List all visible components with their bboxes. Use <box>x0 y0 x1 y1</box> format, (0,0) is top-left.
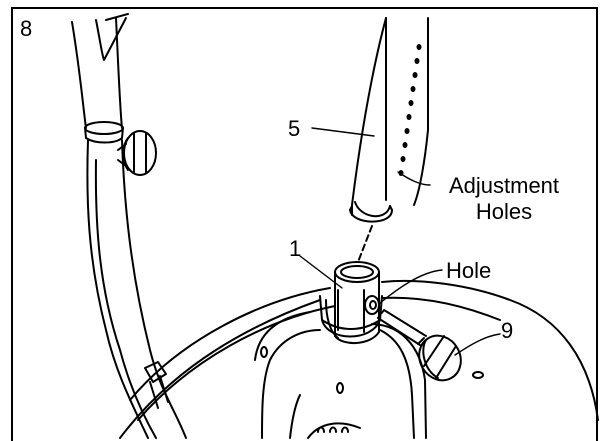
diagram-frame <box>11 7 598 441</box>
step-number: 8 <box>20 16 33 41</box>
adjustment-holes <box>398 44 422 176</box>
callout-part-1: 1 <box>289 236 302 261</box>
alignment-line <box>357 225 373 263</box>
callout-adjustment-line-1: Adjustment <box>448 173 560 198</box>
seat-post <box>349 17 429 223</box>
post-knob <box>117 130 157 176</box>
knob-part-9 <box>377 309 462 382</box>
bike-frame <box>119 279 599 439</box>
callout-part-9: 9 <box>501 318 514 343</box>
seat-post-sleeve <box>319 261 383 344</box>
callout-part-5: 5 <box>288 116 301 141</box>
callout-hole: Hole <box>446 258 492 283</box>
callout-adjustment-line-2: Holes <box>475 199 533 224</box>
leader-lines <box>299 127 501 356</box>
handlebar-post <box>71 13 187 439</box>
hole-boss <box>364 295 380 315</box>
